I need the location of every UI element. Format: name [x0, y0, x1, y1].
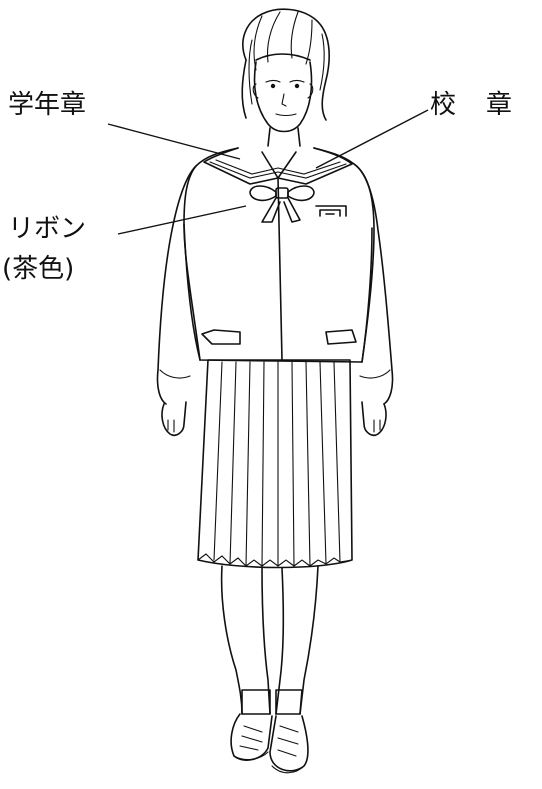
hands [161, 401, 387, 437]
school-badge-emblem [315, 205, 347, 217]
label-ribbon-color: (茶色) [2, 254, 75, 284]
neck [267, 127, 301, 147]
hair [241, 8, 330, 121]
ribbon-bow [249, 185, 315, 223]
leader-ribbon [117, 205, 247, 235]
leader-lines [107, 109, 429, 235]
face [252, 61, 314, 133]
label-grade-badge: 学年章 [8, 90, 87, 120]
sailor-collar [203, 147, 353, 185]
label-school-badge: 校 章 [430, 90, 515, 120]
jacket [156, 147, 394, 405]
label-ribbon: リボン [8, 214, 87, 244]
shoes [230, 689, 309, 774]
leader-school-badge [315, 109, 429, 169]
pleated-skirt [197, 359, 353, 569]
